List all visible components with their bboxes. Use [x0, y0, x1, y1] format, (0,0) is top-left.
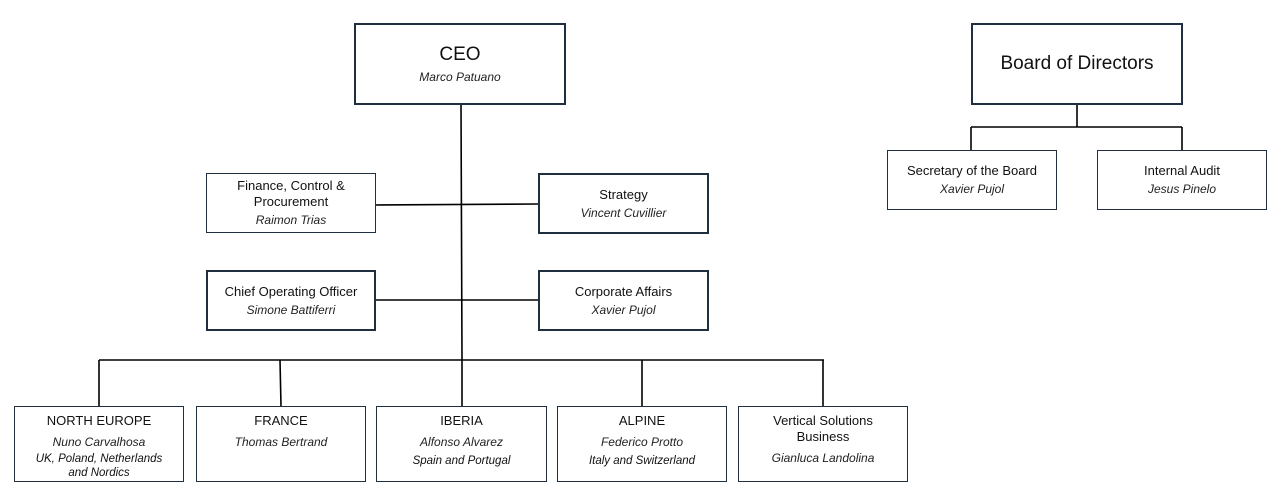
- strategy-box: Strategy Vincent Cuvillier: [538, 173, 709, 234]
- north-europe-box: NORTH EUROPE Nuno Carvalhosa UK, Poland,…: [14, 406, 184, 482]
- coo-name: Simone Battiferri: [246, 302, 336, 317]
- france-title: FRANCE: [254, 413, 308, 428]
- audit-name: Jesus Pinelo: [1147, 182, 1217, 196]
- france-drop: [279, 359, 282, 407]
- secretary-title: Secretary of the Board: [906, 163, 1038, 178]
- strategy-title: Strategy: [599, 186, 648, 202]
- iberia-name: Alfonso Alvarez: [420, 435, 503, 449]
- finance-box: Finance, Control & Procurement Raimon Tr…: [206, 173, 376, 233]
- secretary-box: Secretary of the Board Xavier Pujol: [887, 150, 1057, 210]
- france-name: Thomas Bertrand: [234, 435, 328, 449]
- vertical-name: Gianluca Landolina: [771, 451, 875, 465]
- audit-box: Internal Audit Jesus Pinelo: [1097, 150, 1267, 210]
- finance-strategy-line: [374, 203, 540, 206]
- board-box: Board of Directors: [971, 23, 1183, 105]
- alpine-region: Italy and Switzerland: [588, 455, 696, 467]
- iberia-region: Spain and Portugal: [412, 455, 511, 467]
- north-europe-region: UK, Poland, Netherlands and Nordics: [35, 453, 163, 479]
- finance-name: Raimon Trias: [255, 213, 327, 227]
- north-europe-name: Nuno Carvalhosa: [52, 435, 146, 449]
- coo-box: Chief Operating Officer Simone Battiferr…: [206, 270, 376, 331]
- ceo-box: CEO Marco Patuano: [354, 23, 566, 105]
- alpine-title: ALPINE: [618, 413, 666, 428]
- affairs-title: Corporate Affairs: [574, 283, 673, 299]
- france-box: FRANCE Thomas Bertrand: [196, 406, 366, 482]
- strategy-name: Vincent Cuvillier: [580, 205, 667, 220]
- board-title: Board of Directors: [1000, 53, 1154, 74]
- coo-title: Chief Operating Officer: [224, 283, 358, 299]
- vertical-box: Vertical Solutions Business Gianluca Lan…: [738, 406, 908, 482]
- iberia-title: IBERIA: [440, 413, 483, 428]
- affairs-box: Corporate Affairs Xavier Pujol: [538, 270, 709, 331]
- ceo-trunk-line: [460, 103, 463, 361]
- ceo-title: CEO: [439, 44, 481, 65]
- secretary-name: Xavier Pujol: [939, 182, 1005, 196]
- iberia-box: IBERIA Alfonso Alvarez Spain and Portuga…: [376, 406, 547, 482]
- alpine-name: Federico Protto: [600, 435, 684, 449]
- ceo-name: Marco Patuano: [419, 70, 501, 84]
- north-europe-title: NORTH EUROPE: [46, 413, 152, 428]
- alpine-box: ALPINE Federico Protto Italy and Switzer…: [557, 406, 727, 482]
- vertical-title: Vertical Solutions Business: [773, 413, 873, 444]
- finance-title: Finance, Control & Procurement: [237, 178, 345, 209]
- affairs-name: Xavier Pujol: [591, 302, 656, 317]
- audit-title: Internal Audit: [1144, 163, 1220, 178]
